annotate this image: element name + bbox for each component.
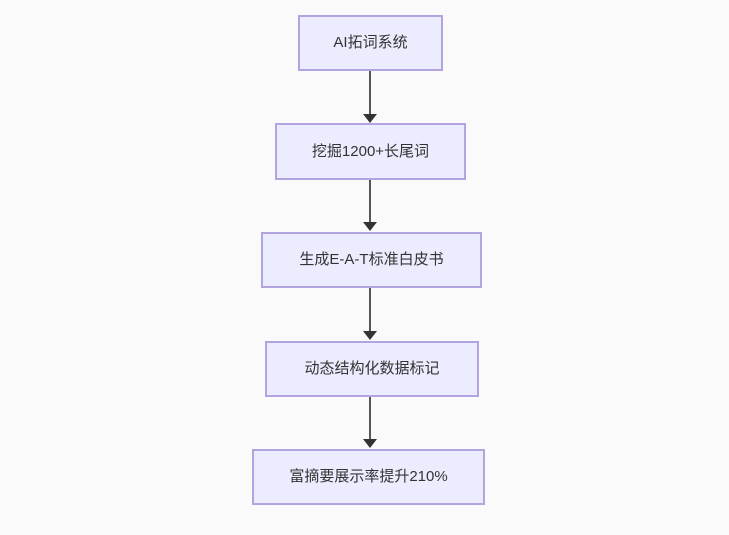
arrowhead-icon — [363, 114, 377, 123]
arrowhead-icon — [363, 331, 377, 340]
flowchart-node-step-3: 生成E-A-T标准白皮书 — [261, 232, 482, 288]
arrowhead-icon — [363, 439, 377, 448]
node-label: 生成E-A-T标准白皮书 — [299, 251, 444, 268]
flowchart-node-step-2: 挖掘1200+长尾词 — [275, 123, 466, 180]
flowchart-node-step-1: AI拓词系统 — [298, 15, 443, 71]
edge-line — [369, 180, 371, 223]
node-label: 动态结构化数据标记 — [304, 360, 440, 377]
flowchart-node-step-4: 动态结构化数据标记 — [265, 341, 479, 397]
arrowhead-icon — [363, 222, 377, 231]
node-label: AI拓词系统 — [333, 34, 408, 51]
edge-line — [369, 397, 371, 440]
edge-line — [369, 71, 371, 115]
edge-line — [369, 288, 371, 332]
flowchart-node-step-5: 富摘要展示率提升210% — [252, 449, 485, 505]
node-label: 挖掘1200+长尾词 — [311, 142, 430, 160]
node-label: 富摘要展示率提升210% — [289, 468, 448, 485]
